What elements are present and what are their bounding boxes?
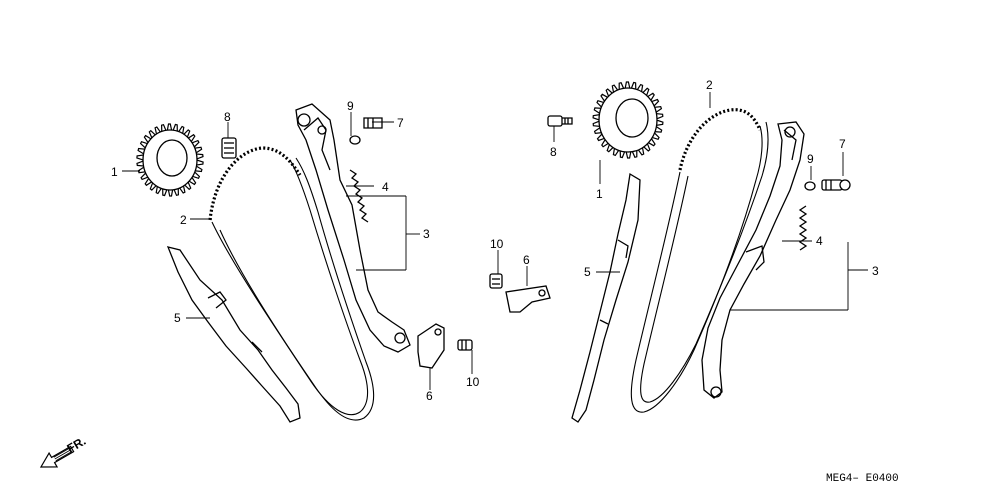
left-callout-5: 5 — [174, 311, 181, 325]
left-washer-9 — [349, 135, 361, 145]
right-leader-lines — [553, 92, 868, 311]
left-callout-6-lower: 6 — [426, 389, 433, 403]
left-chain-guide — [166, 246, 301, 423]
left-assembly: 1 2 8 9 7 4 3 5 10 6 6 10 — [111, 99, 551, 423]
left-callout-4: 4 — [382, 180, 389, 194]
right-bolt-8 — [547, 115, 573, 127]
right-assembly: 2 8 1 7 9 4 3 5 — [547, 78, 879, 423]
front-direction-indicator: FR. — [39, 434, 88, 468]
right-cam-sprocket — [592, 81, 664, 159]
right-callout-9: 9 — [807, 152, 814, 166]
right-spring-4 — [798, 205, 808, 251]
left-callout-2: 2 — [180, 213, 187, 227]
left-callout-10-lower: 10 — [466, 375, 480, 389]
right-callout-1: 1 — [596, 187, 603, 201]
left-cam-sprocket — [136, 123, 204, 197]
left-callout-9: 9 — [347, 99, 354, 113]
bracket-6-left — [417, 323, 445, 369]
right-cam-chain — [630, 108, 769, 413]
diagram-code: MEG4– E0400 — [826, 473, 899, 485]
right-washer-9 — [804, 181, 816, 191]
left-cam-chain — [208, 146, 375, 421]
bracket-6-right — [505, 285, 551, 313]
right-callout-7: 7 — [839, 137, 846, 151]
left-tensioner-arm — [295, 103, 411, 353]
right-callout-4: 4 — [816, 234, 823, 248]
right-chain-guide — [571, 172, 641, 423]
left-callout-10-upper: 10 — [490, 237, 504, 251]
left-bolt-7 — [363, 117, 383, 129]
left-callout-3: 3 — [423, 227, 430, 241]
left-callout-1: 1 — [111, 165, 118, 179]
bolt-10-upper — [489, 273, 503, 289]
right-bolt-7 — [821, 179, 851, 191]
right-callout-8: 8 — [550, 145, 557, 159]
right-tensioner-arm — [701, 121, 805, 399]
right-callout-5: 5 — [584, 265, 591, 279]
front-arrow-icon — [39, 445, 75, 468]
left-bolt-8 — [221, 137, 237, 159]
left-callout-8: 8 — [224, 110, 231, 124]
left-leader-lines — [122, 112, 528, 390]
right-callout-2: 2 — [706, 78, 713, 92]
left-callout-7: 7 — [397, 116, 404, 130]
bolt-10-lower — [457, 339, 473, 351]
left-callout-6-right: 6 — [523, 253, 530, 267]
right-callout-3: 3 — [872, 264, 879, 278]
